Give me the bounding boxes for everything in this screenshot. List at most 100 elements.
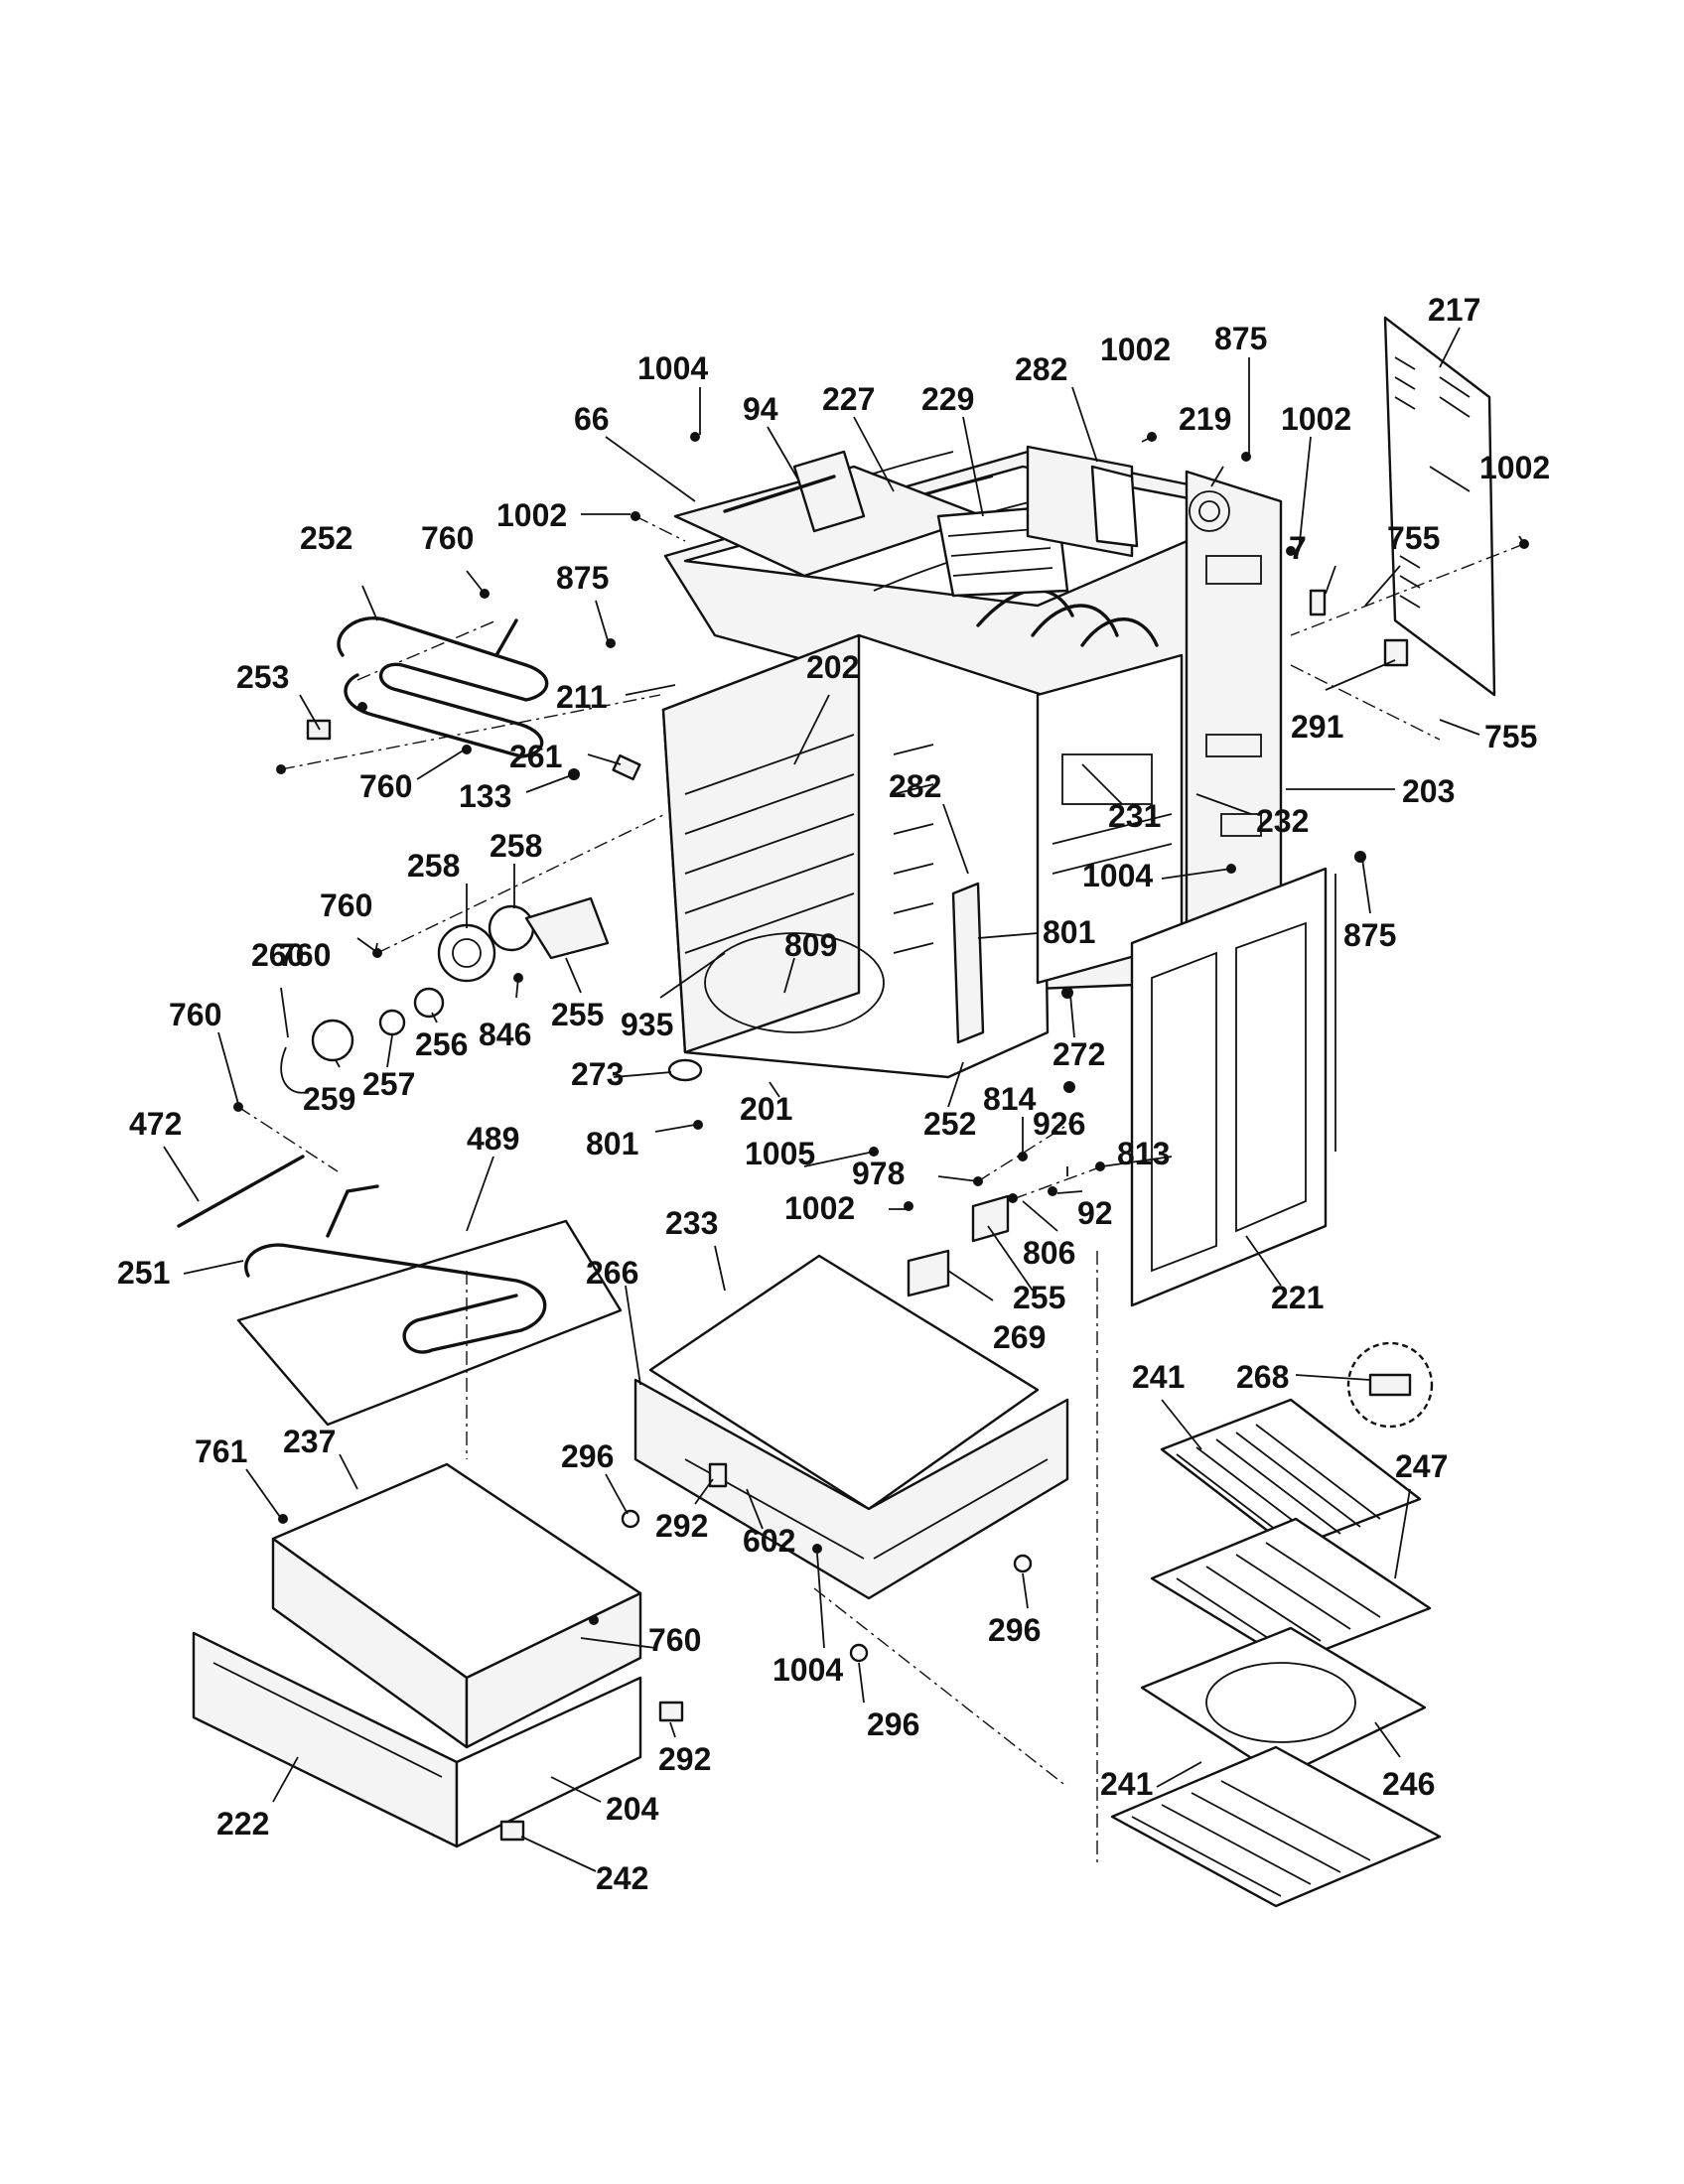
callout-label: 846 <box>479 1017 531 1052</box>
callout-label: 282 <box>889 768 941 804</box>
callout-label: 222 <box>216 1806 269 1842</box>
callout-label: 814 <box>983 1081 1037 1117</box>
callout-label: 233 <box>665 1205 718 1241</box>
callout-label: 1004 <box>637 350 708 386</box>
callout-label: 760 <box>359 768 412 804</box>
callout-label: 801 <box>586 1126 638 1161</box>
callout-label: 1002 <box>496 497 567 533</box>
callout-label: 251 <box>117 1255 170 1291</box>
callout-label: 260 <box>251 937 304 973</box>
callout-label: 231 <box>1108 798 1161 834</box>
callout-label: 241 <box>1132 1359 1185 1395</box>
callout-label: 760 <box>169 997 221 1032</box>
callout-label: 211 <box>556 679 608 715</box>
callout-label: 203 <box>1402 773 1455 809</box>
callout-label: 221 <box>1271 1280 1324 1315</box>
callout-label: 296 <box>988 1612 1041 1648</box>
callout-label: 258 <box>490 828 542 864</box>
callout-label: 232 <box>1256 803 1309 839</box>
callout-label: 92 <box>1077 1195 1113 1231</box>
callout-label: 133 <box>459 778 511 814</box>
callout-label: 489 <box>467 1121 519 1157</box>
oven-liner <box>661 633 1050 1079</box>
callout-label: 1002 <box>1479 450 1550 485</box>
callout-label: 1002 <box>784 1190 855 1226</box>
callout-label: 760 <box>278 937 331 973</box>
callout-label: 1004 <box>772 1652 843 1688</box>
callout-label: 227 <box>822 381 875 417</box>
callout-label: 296 <box>867 1706 919 1742</box>
callout-label: 242 <box>596 1860 648 1896</box>
callout-label: 229 <box>921 381 974 417</box>
callout-label: 291 <box>1291 709 1343 745</box>
callout-label: 201 <box>740 1091 792 1127</box>
broil-element-top <box>337 616 549 758</box>
callout-label: 761 <box>195 1433 247 1469</box>
callout-label: 292 <box>658 1741 711 1777</box>
callout-label: 217 <box>1428 292 1480 328</box>
callout-label: 926 <box>1033 1106 1085 1142</box>
part-number-labels: 1004 94 227 229 282 1002 875 219 217 66 … <box>117 292 1550 1896</box>
callout-label: 760 <box>320 887 372 923</box>
alignment-lines <box>237 515 1525 1788</box>
callout-label: 253 <box>236 659 289 695</box>
callout-label: 292 <box>655 1508 708 1544</box>
callout-label: 257 <box>362 1066 415 1102</box>
callout-label: 204 <box>606 1791 659 1827</box>
callout-label: 247 <box>1395 1448 1448 1484</box>
callout-label: 875 <box>556 560 609 596</box>
callout-label: 602 <box>743 1523 795 1559</box>
bake-element-and-tray <box>177 1155 623 1427</box>
screw-dots <box>233 432 1529 1663</box>
callout-label: 282 <box>1015 351 1067 387</box>
callout-label: 255 <box>1013 1280 1065 1315</box>
oven-racks <box>1096 1251 1442 1908</box>
callout-label: 813 <box>1117 1136 1170 1171</box>
callout-label: 202 <box>806 649 859 685</box>
top-rail-assembly <box>673 450 985 578</box>
side-panel <box>1130 867 1336 1307</box>
small-parts <box>280 589 1434 1842</box>
callout-label: 269 <box>993 1319 1046 1355</box>
callout-label: 472 <box>129 1106 182 1142</box>
callout-label: 7 <box>1289 530 1307 566</box>
callout-label: 760 <box>421 520 474 556</box>
callout-label: 875 <box>1343 917 1396 953</box>
leader-lines <box>163 327 1525 1872</box>
storage-drawer <box>192 1462 642 1848</box>
callout-label: 1004 <box>1082 858 1153 893</box>
callout-label: 256 <box>415 1026 468 1062</box>
callout-label: 1002 <box>1100 332 1171 367</box>
drawer-frame-assembly <box>633 1254 1069 1600</box>
rear-cover-panel <box>1383 316 1496 697</box>
callout-label: 978 <box>852 1156 905 1191</box>
callout-label: 1005 <box>745 1136 815 1171</box>
callout-label: 252 <box>923 1106 976 1142</box>
callout-label: 237 <box>283 1424 336 1459</box>
callout-label: 259 <box>303 1081 355 1117</box>
callout-label: 273 <box>571 1056 624 1092</box>
callout-label: 801 <box>1043 914 1095 950</box>
callout-label: 261 <box>509 739 562 774</box>
callout-label: 241 <box>1100 1766 1153 1802</box>
callout-label: 755 <box>1484 719 1537 754</box>
callout-label: 806 <box>1023 1235 1075 1271</box>
callout-label: 266 <box>586 1255 638 1291</box>
callout-label: 258 <box>407 848 460 884</box>
callout-label: 252 <box>300 520 352 556</box>
callout-label: 296 <box>561 1438 614 1474</box>
callout-label: 94 <box>743 391 778 427</box>
callout-label: 219 <box>1179 401 1231 437</box>
callout-label: 875 <box>1214 321 1267 356</box>
callout-label: 809 <box>784 927 837 963</box>
callout-label: 255 <box>551 997 604 1032</box>
callout-label: 935 <box>621 1007 673 1042</box>
callout-label: 1002 <box>1281 401 1351 437</box>
callout-label: 66 <box>574 401 610 437</box>
callout-label: 755 <box>1387 520 1440 556</box>
callout-label: 760 <box>648 1622 701 1658</box>
callout-label: 268 <box>1236 1359 1289 1395</box>
callout-label: 272 <box>1052 1036 1105 1072</box>
callout-label: 246 <box>1382 1766 1435 1802</box>
